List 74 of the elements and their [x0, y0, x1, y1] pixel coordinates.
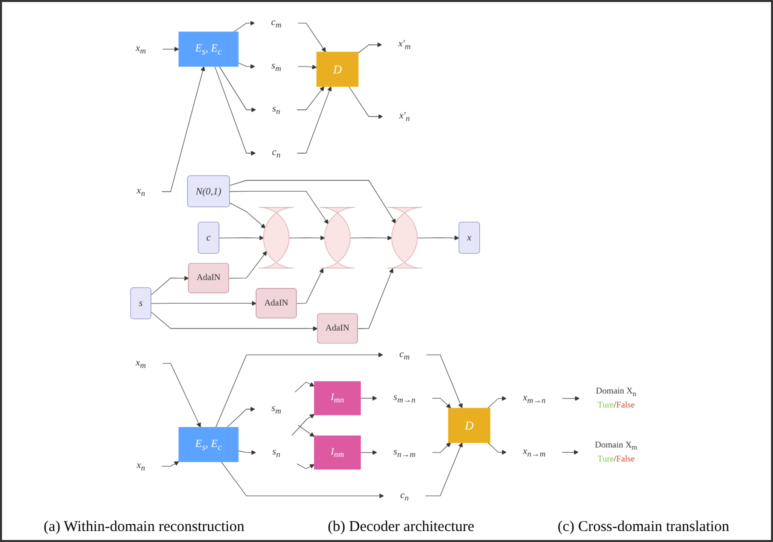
- arrow: [238, 62, 256, 69]
- arrow: [358, 42, 382, 54]
- arrow: [426, 354, 463, 408]
- arrow: [424, 442, 463, 496]
- node-text: s$_{n}$: [272, 446, 280, 460]
- node-text: x$_{n}$: [136, 459, 146, 473]
- node-text: Domain X$_{n}$ Ture/False: [596, 386, 636, 410]
- arrow: [216, 352, 384, 428]
- arrow: [297, 64, 317, 70]
- arrow: [358, 268, 394, 329]
- arrow: [238, 450, 256, 455]
- arrow: [432, 442, 451, 453]
- arrow: [360, 450, 378, 455]
- node-text: Domain X$_{m}$ Ture/False: [594, 440, 638, 464]
- node-text: x$_{m}$: [136, 42, 146, 56]
- node-text: s$_{n→m}$: [393, 446, 416, 460]
- node-text: x$_{n}$: [136, 184, 146, 198]
- arrow: [432, 398, 451, 408]
- arrow: [296, 86, 324, 110]
- node-box: D: [448, 408, 490, 443]
- arrow: [417, 236, 460, 240]
- node-text: s$_{m→n}$: [393, 391, 416, 405]
- arrow: [562, 450, 579, 455]
- arrow: [289, 236, 326, 240]
- arrow: [296, 463, 315, 470]
- node-text: c$_{m}$: [271, 16, 282, 30]
- arrow: [230, 191, 328, 224]
- node-text: c$_{n}$: [272, 146, 281, 160]
- node-text: s$_{n}$: [272, 102, 280, 116]
- node-text: x′$_{m}$: [398, 38, 411, 52]
- arrow: [350, 236, 392, 240]
- arrow: [291, 414, 315, 436]
- arrow: [161, 66, 206, 192]
- arrow: [562, 396, 580, 401]
- arrow: [219, 66, 256, 112]
- arrow: [161, 461, 180, 466]
- arrow: [150, 300, 257, 306]
- panel-caption: (a) Within-domain reconstruction: [44, 519, 244, 536]
- arrow: [488, 442, 507, 455]
- arrow: [348, 86, 383, 119]
- arrow: [150, 276, 189, 296]
- node-text: x$_{m→n}$: [522, 392, 546, 406]
- arrow: [298, 22, 326, 52]
- node-text: x$_{n→m}$: [522, 445, 546, 459]
- arrow: [221, 462, 384, 498]
- node-box: D: [316, 52, 358, 87]
- node-text: s$_{m}$: [271, 402, 282, 416]
- arrow: [360, 396, 378, 401]
- panel-caption: (c) Cross-domain translation: [558, 519, 730, 536]
- arrow: [296, 268, 324, 304]
- node-text: s$_{m}$: [271, 60, 282, 74]
- node-box: I$_{nm}$: [314, 436, 361, 470]
- arrow: [233, 20, 255, 32]
- arrow: [294, 382, 315, 393]
- arrow: [228, 251, 267, 279]
- arrow: [488, 396, 507, 408]
- node-text: x′$_{n}$: [399, 110, 410, 124]
- arrow: [214, 66, 256, 156]
- arrow: [150, 312, 318, 331]
- arrow: [218, 236, 264, 240]
- node-text: x$_{m}$: [136, 356, 146, 370]
- panel-caption: (b) Decoder architecture: [328, 519, 474, 536]
- arrow: [226, 406, 256, 428]
- node-text: c$_{m}$: [399, 348, 410, 362]
- arrow: [162, 46, 180, 52]
- node-box: I$_{mn}$: [314, 381, 361, 416]
- arrow: [297, 424, 315, 437]
- arrow: [162, 363, 201, 428]
- node-box: E$_{s}$, E$_{c}$: [178, 32, 238, 67]
- arrow: [296, 86, 332, 154]
- node-text: c$_{n}$: [400, 489, 409, 502]
- arrow: [230, 202, 266, 228]
- node-box: E$_{s}$, E$_{c}$: [178, 427, 238, 462]
- arrow: [230, 180, 396, 224]
